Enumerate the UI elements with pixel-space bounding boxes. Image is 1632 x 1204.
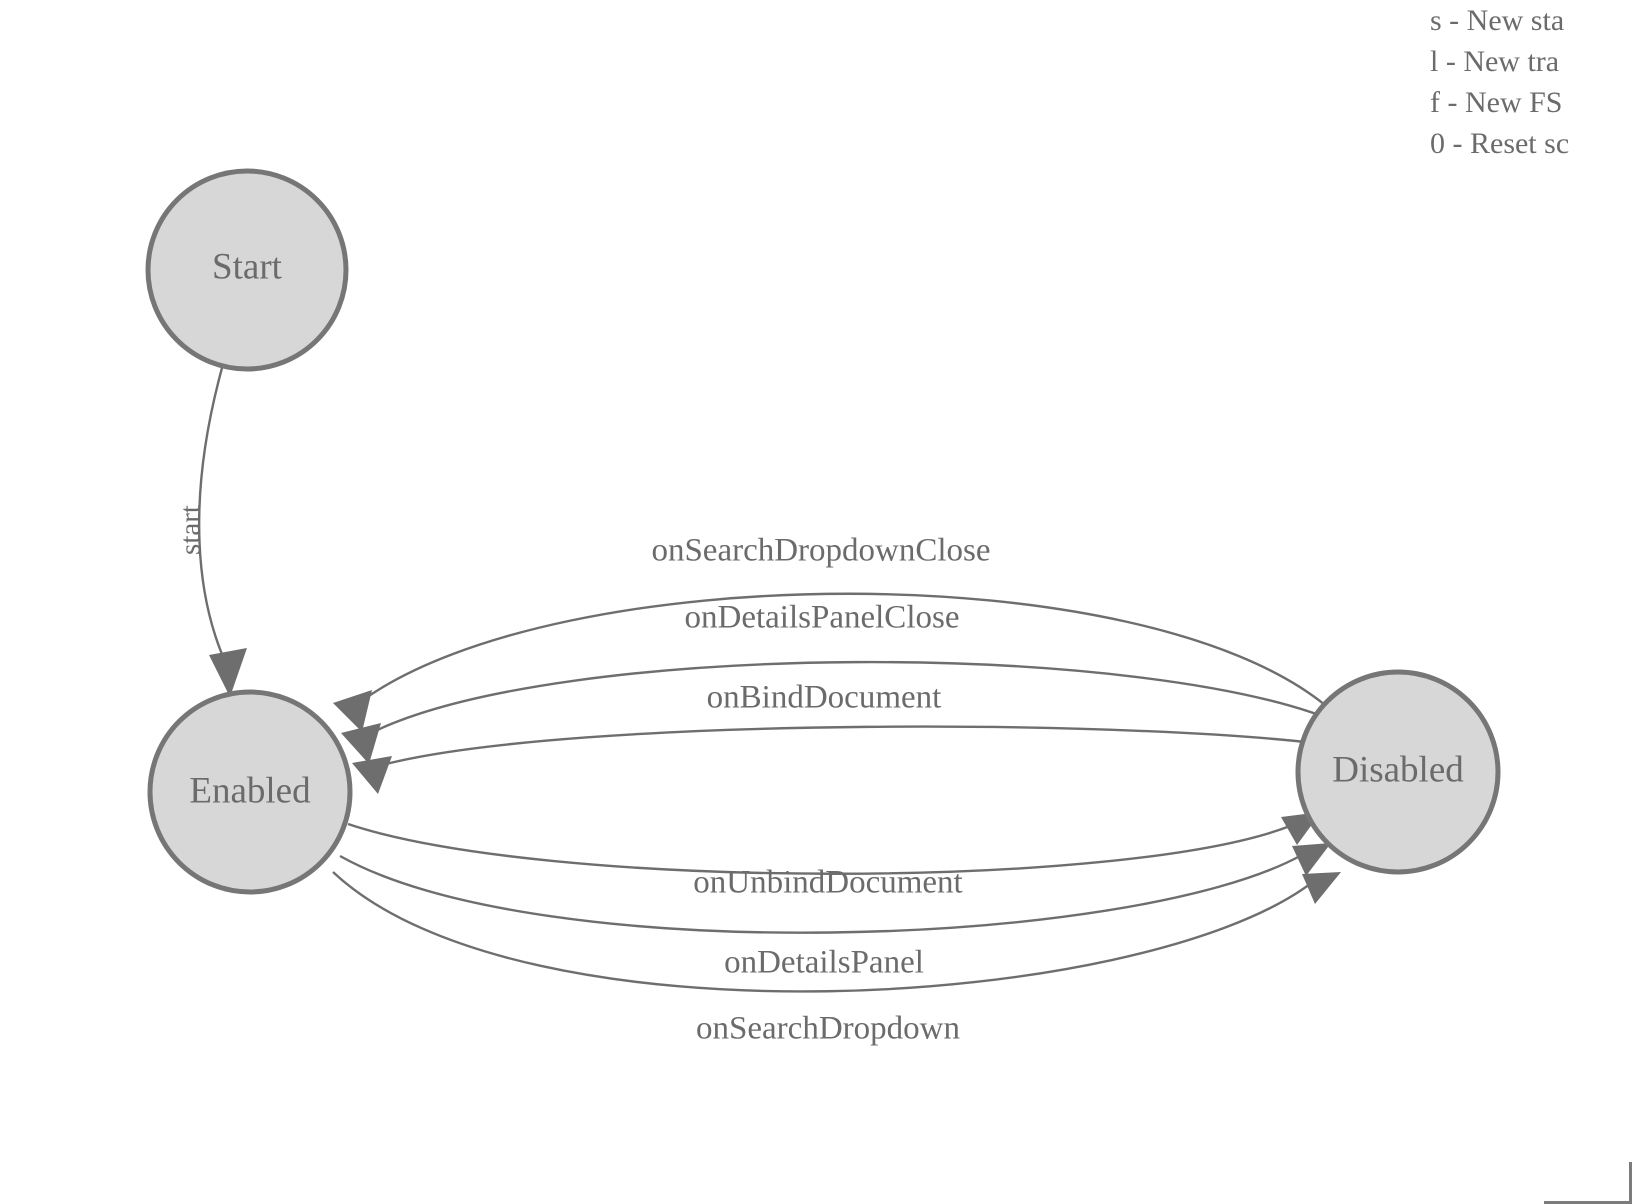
edge-label-onDetailsPanel: onDetailsPanel — [724, 945, 924, 981]
transition-onSearchDropdownClose[interactable] — [333, 592, 1326, 732]
keyboard-shortcut-legend: s - New sta l - New tra f - New FS 0 - R… — [1430, 0, 1632, 164]
arrowhead-onBindDocument — [352, 756, 392, 794]
state-node-start[interactable]: Start — [145, 168, 349, 372]
state-circle-disabled[interactable] — [1295, 669, 1501, 875]
edge-path-onDetailsPanelClose — [370, 660, 1343, 735]
edge-label-onDetailsPanelClose: onDetailsPanelClose — [685, 600, 960, 636]
state-circle-start[interactable] — [145, 168, 349, 372]
state-circle-enabled[interactable] — [147, 689, 353, 895]
transition-onBindDocument[interactable] — [352, 725, 1353, 794]
arrowhead-start — [209, 648, 247, 697]
state-label-start: Start — [212, 246, 283, 287]
arrowhead-onSearchDropdownClose — [333, 690, 372, 732]
arrowhead-onDetailsPanelClose — [341, 723, 381, 764]
edge-path-start — [197, 367, 230, 669]
legend-line-reset-scale: 0 - Reset sc — [1430, 127, 1570, 160]
edge-path-onSearchDropdownClose — [362, 592, 1326, 706]
edge-path-onSearchDropdown — [332, 871, 1311, 993]
transition-start[interactable] — [197, 367, 247, 697]
legend-line-new-state: s - New sta — [1430, 4, 1565, 37]
state-node-enabled[interactable]: Enabled — [147, 689, 353, 895]
edge-label-onUnbindDocument: onUnbindDocument — [693, 865, 962, 901]
edge-label-start: start — [175, 505, 207, 555]
panel-border-vertical — [1629, 1162, 1632, 1204]
legend-line-new-fsm: f - New FS — [1430, 86, 1563, 119]
arrowhead-onDetailsPanel — [1292, 843, 1331, 876]
edge-label-onSearchDropdownClose: onSearchDropdownClose — [651, 533, 990, 569]
edge-path-onDetailsPanel — [339, 854, 1301, 934]
panel-border-horizontal — [1544, 1201, 1632, 1204]
arrowhead-onSearchDropdown — [1302, 872, 1341, 904]
edge-path-onBindDocument — [381, 725, 1353, 767]
transition-onDetailsPanelClose[interactable] — [341, 660, 1343, 764]
state-label-disabled: Disabled — [1332, 749, 1464, 790]
edge-label-onBindDocument: onBindDocument — [707, 680, 942, 716]
state-label-enabled: Enabled — [189, 770, 311, 811]
legend-line-new-transition: l - New tra — [1430, 45, 1560, 78]
edge-label-onSearchDropdown: onSearchDropdown — [696, 1011, 960, 1047]
transition-onDetailsPanel[interactable] — [339, 843, 1331, 934]
edge-path-onUnbindDocument — [347, 822, 1291, 875]
transition-onSearchDropdown[interactable] — [332, 871, 1341, 993]
state-node-disabled[interactable]: Disabled — [1295, 669, 1501, 875]
